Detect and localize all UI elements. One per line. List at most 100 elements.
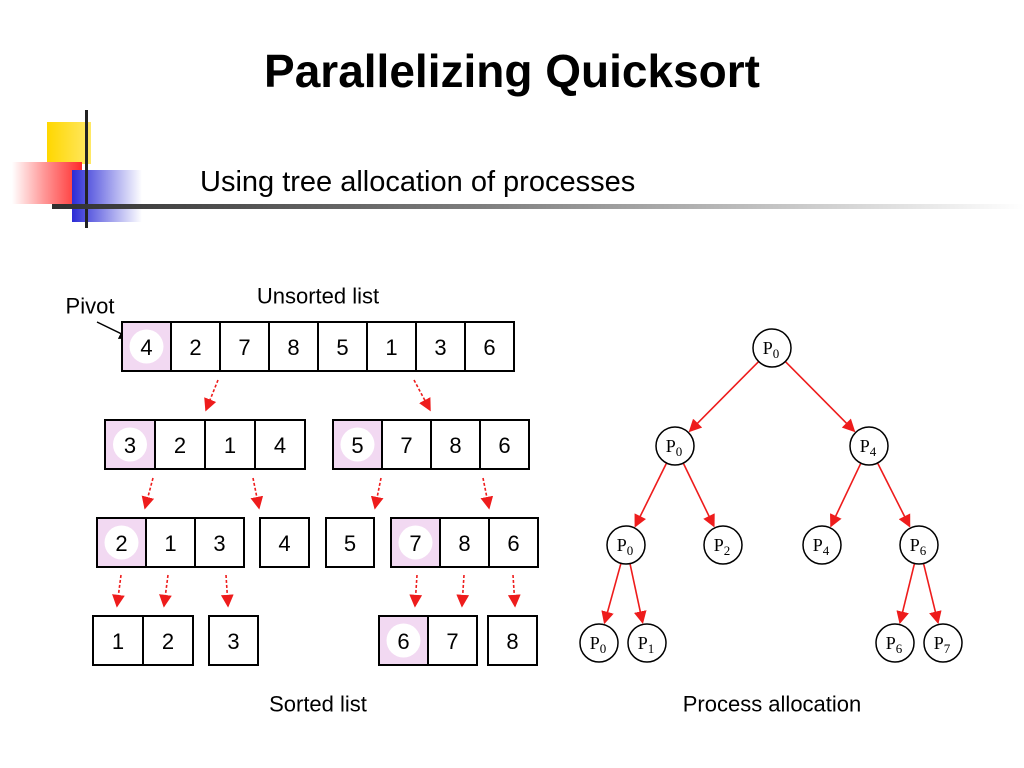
cell-value: 7 bbox=[409, 531, 421, 556]
process-node: P7 bbox=[923, 623, 963, 663]
list-cell bbox=[317, 321, 368, 372]
cell-value: 4 bbox=[278, 531, 290, 556]
list-cell bbox=[488, 517, 539, 568]
cell-value: 8 bbox=[506, 629, 518, 654]
list-10: 8 bbox=[487, 615, 538, 666]
tree-edge bbox=[634, 462, 668, 528]
pivot-marker bbox=[398, 525, 433, 560]
tree-edge bbox=[629, 563, 647, 625]
list-cell bbox=[325, 517, 375, 568]
tree-edge bbox=[688, 360, 760, 433]
list-cell bbox=[415, 321, 466, 372]
cell-value: 1 bbox=[224, 433, 236, 458]
pivot-marker bbox=[113, 427, 147, 462]
process-node-circle bbox=[899, 525, 939, 565]
list-cell bbox=[439, 517, 490, 568]
cell-value: 1 bbox=[164, 531, 176, 556]
cell-value: 3 bbox=[227, 629, 239, 654]
split-arrow bbox=[480, 477, 494, 510]
deco-blue-bar bbox=[72, 170, 142, 222]
list-cell bbox=[430, 419, 481, 470]
process-allocation-label: Process allocation bbox=[683, 692, 862, 717]
list-4: 4 bbox=[259, 517, 310, 568]
split-arrow bbox=[507, 574, 521, 608]
sort-arrows bbox=[112, 379, 521, 608]
list-5: 5 bbox=[325, 517, 375, 568]
page-title: Parallelizing Quicksort bbox=[264, 45, 760, 97]
cell-value: 8 bbox=[287, 335, 299, 360]
process-node-circle bbox=[579, 623, 619, 663]
cell-value: 1 bbox=[112, 629, 124, 654]
cell-value: 6 bbox=[507, 531, 519, 556]
list-cell bbox=[194, 517, 245, 568]
process-node-circle bbox=[802, 525, 842, 565]
split-arrow bbox=[250, 477, 264, 510]
cell-value: 3 bbox=[124, 433, 136, 458]
cell-value: 5 bbox=[351, 433, 363, 458]
cell-value: 2 bbox=[174, 433, 186, 458]
tree-edge bbox=[601, 563, 622, 625]
cell-value: 2 bbox=[189, 335, 201, 360]
cell-value: 5 bbox=[344, 531, 356, 556]
list-cell bbox=[204, 419, 256, 470]
list-cell bbox=[381, 419, 432, 470]
tree-edge bbox=[784, 360, 856, 433]
list-1: 3 2 1 4 bbox=[104, 419, 306, 470]
cell-value: 7 bbox=[446, 629, 458, 654]
list-cell bbox=[487, 615, 538, 666]
split-arrow bbox=[159, 574, 172, 608]
list-cell bbox=[154, 419, 206, 470]
process-node-circle bbox=[655, 426, 695, 466]
process-node: P0 bbox=[752, 328, 792, 368]
split-arrow bbox=[141, 477, 155, 510]
cell-value: 7 bbox=[238, 335, 250, 360]
cell-value: 3 bbox=[434, 335, 446, 360]
process-node-circle bbox=[875, 623, 915, 663]
cell-value: 8 bbox=[449, 433, 461, 458]
cell-value: 2 bbox=[162, 629, 174, 654]
process-node-circle bbox=[849, 426, 889, 466]
cell-value: 4 bbox=[274, 433, 286, 458]
tree-edge bbox=[896, 563, 916, 625]
split-arrow bbox=[370, 477, 384, 510]
process-node: P6 bbox=[875, 623, 915, 663]
process-node-circle bbox=[703, 525, 743, 565]
list-cell bbox=[254, 419, 306, 470]
list-cell bbox=[259, 517, 310, 568]
process-node: P2 bbox=[703, 525, 743, 565]
split-arrow bbox=[112, 574, 125, 608]
page-subtitle: Using tree allocation of processes bbox=[200, 166, 636, 198]
tree-edge bbox=[922, 563, 942, 625]
cell-value: 6 bbox=[498, 433, 510, 458]
cell-value: 4 bbox=[140, 335, 152, 360]
list-cell bbox=[142, 615, 194, 666]
list-cell bbox=[366, 321, 417, 372]
cell-value: 3 bbox=[213, 531, 225, 556]
cell-value: 8 bbox=[458, 531, 470, 556]
process-node-circle bbox=[752, 328, 792, 368]
process-node: P1 bbox=[627, 623, 667, 663]
process-node-circle bbox=[627, 623, 667, 663]
process-node: P6 bbox=[899, 525, 939, 565]
cell-value: 6 bbox=[483, 335, 495, 360]
split-arrow bbox=[456, 574, 470, 608]
process-node: P0 bbox=[655, 426, 695, 466]
sorted-list-label: Sorted list bbox=[269, 692, 367, 717]
tree-edge bbox=[682, 462, 715, 528]
cell-value: 1 bbox=[385, 335, 397, 360]
process-node: P0 bbox=[606, 525, 646, 565]
cell-value: 6 bbox=[397, 629, 409, 654]
process-node: P4 bbox=[849, 426, 889, 466]
split-arrow bbox=[413, 379, 431, 412]
list-cell bbox=[479, 419, 530, 470]
deco-horizontal-line bbox=[52, 204, 1024, 209]
